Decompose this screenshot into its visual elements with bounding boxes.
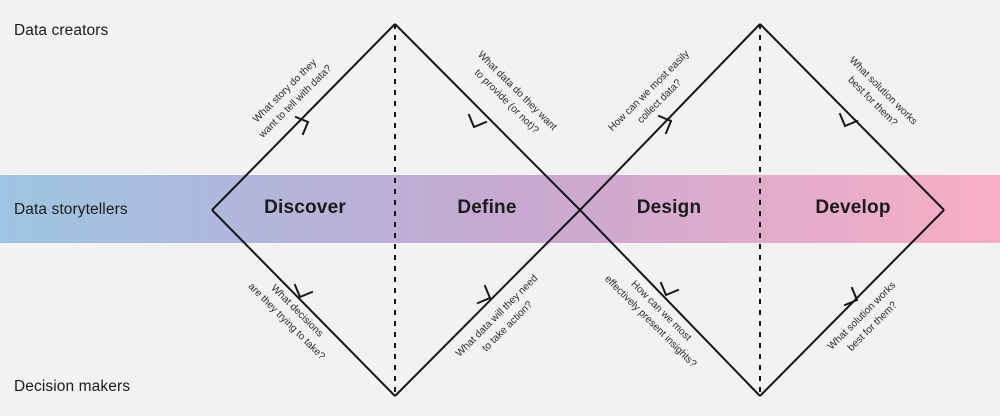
phase-label-design: Design <box>636 197 702 218</box>
arrowhead-design-bottom <box>659 281 680 297</box>
diamond2-edge-top-left <box>579 23 761 211</box>
diamond-discover-define <box>211 23 581 397</box>
arrowhead-define-bottom <box>476 284 492 305</box>
arrowhead-define-top <box>467 113 488 129</box>
row-label-data-creators: Data creators <box>14 22 109 39</box>
row-label-data-storytellers: Data storytellers <box>14 201 128 218</box>
arrowhead-develop-top <box>838 112 859 128</box>
arrowhead-discover-bottom <box>293 283 314 299</box>
data-storytellers-gradient-band <box>0 175 1000 243</box>
diamond1-edge-bottom-left <box>211 209 396 397</box>
arrowhead-develop-bottom <box>843 286 859 307</box>
arrowhead-discover-top <box>294 115 310 136</box>
diamond1-edge-top-left <box>211 23 396 211</box>
diamond2-edge-bottom-left <box>579 209 761 397</box>
arrowhead-design-top <box>657 114 673 135</box>
diamond2-edge-top-right <box>759 23 945 211</box>
phase-label-define: Define <box>457 197 517 218</box>
row-label-decision-makers: Decision makers <box>14 378 131 395</box>
diamond1-edge-top-right <box>394 23 581 211</box>
phase-label-develop: Develop <box>815 197 891 218</box>
phase-label-discover: Discover <box>264 197 346 218</box>
diamond1-edge-bottom-right <box>394 209 581 397</box>
